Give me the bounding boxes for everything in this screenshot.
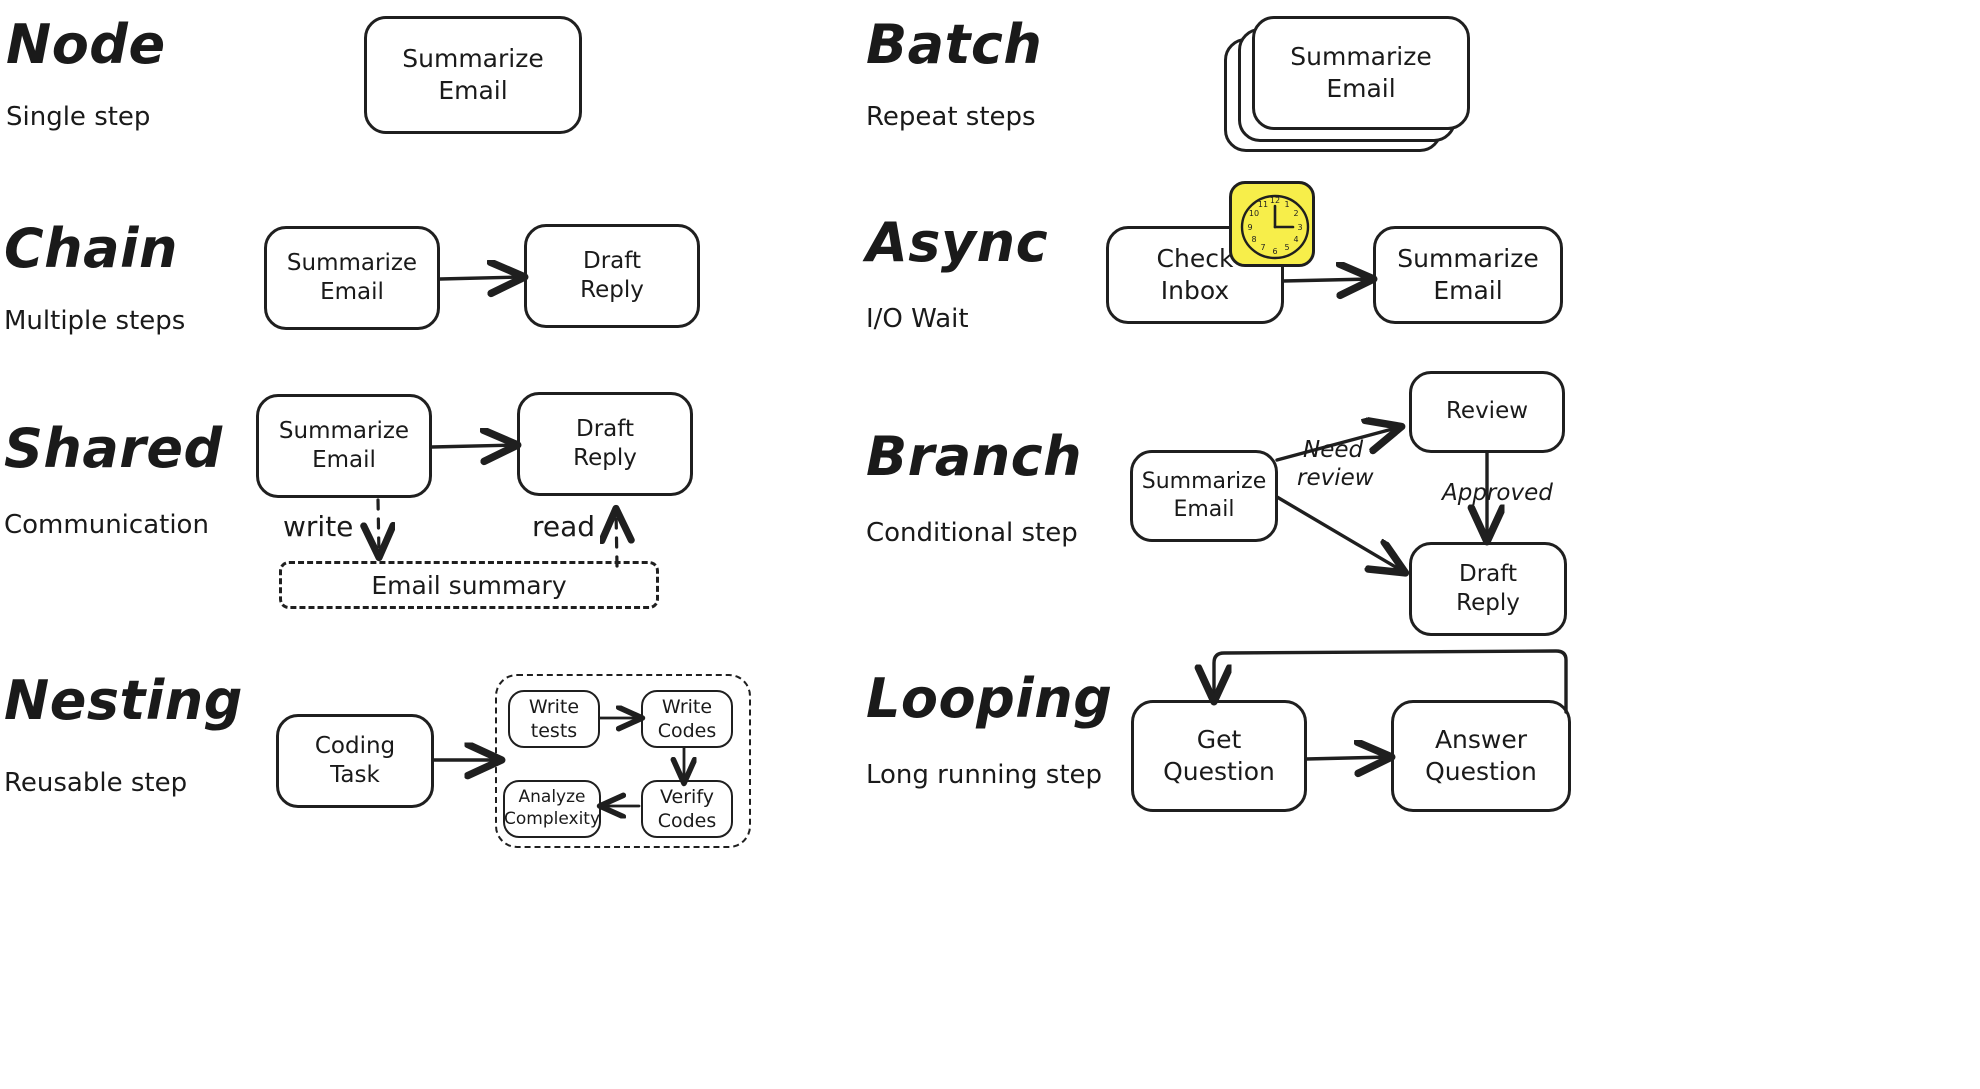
node-label: Draft Reply [1456,560,1520,616]
pattern-title-looping: Looping [866,667,1113,730]
node-write-codes[interactable]: Write Codes [641,690,733,748]
node-label: Review [1445,398,1529,425]
node-label: Summarize Email [1141,468,1267,522]
node-summarize-email[interactable]: Summarize Email [364,16,582,134]
pattern-title-async: Async [866,211,1049,274]
node-summarize-email-chain[interactable]: Summarize Email [264,226,440,330]
node-label: Answer Question [1425,725,1537,786]
node-write-tests[interactable]: Write tests [508,690,600,748]
edge-label-need: Need [1303,437,1364,463]
node-label: Summarize Email [278,417,410,473]
node-draft-reply-shared[interactable]: Draft Reply [517,392,693,496]
pattern-subtitle-chain: Multiple steps [4,306,186,336]
node-label: Draft Reply [573,415,637,471]
svg-text:4: 4 [1293,235,1298,244]
pattern-subtitle-shared: Communication [4,510,209,540]
pattern-subtitle-looping: Long running step [866,760,1103,790]
node-answer-question[interactable]: Answer Question [1391,700,1571,812]
shared-store-email-summary[interactable]: Email summary [279,561,659,609]
node-summarize-email-batch[interactable]: Summarize Email [1252,16,1470,130]
svg-text:9: 9 [1247,223,1252,232]
node-label: Summarize Email [1397,244,1539,305]
node-draft-reply-branch[interactable]: Draft Reply [1409,542,1567,636]
node-draft-reply-chain[interactable]: Draft Reply [524,224,700,328]
node-analyze-complexity[interactable]: Analyze Complexity [503,780,601,838]
pattern-subtitle-batch: Repeat steps [866,102,1036,132]
node-label: Check Inbox [1156,244,1234,305]
node-label: Summarize Email [402,44,544,105]
svg-text:5: 5 [1284,243,1289,252]
node-label: Draft Reply [580,247,644,303]
pattern-title-shared: Shared [4,417,223,480]
node-summarize-email-async[interactable]: Summarize Email [1373,226,1563,324]
node-coding-task[interactable]: Coding Task [276,714,434,808]
pattern-title-branch: Branch [866,425,1083,488]
svg-text:6: 6 [1272,247,1277,256]
node-review[interactable]: Review [1409,371,1565,453]
node-label: Verify Codes [657,785,717,832]
svg-text:12: 12 [1270,196,1280,205]
node-label: Summarize Email [1290,42,1432,103]
edge-label-write: write [283,510,354,543]
svg-text:3: 3 [1297,223,1302,232]
svg-text:2: 2 [1293,209,1298,218]
node-verify-codes[interactable]: Verify Codes [641,780,733,838]
svg-text:1: 1 [1284,200,1289,209]
svg-text:8: 8 [1251,235,1256,244]
node-get-question[interactable]: Get Question [1131,700,1307,812]
node-label: Write Codes [657,695,717,742]
pattern-subtitle-branch: Conditional step [866,518,1078,548]
store-label: Email summary [371,570,567,600]
edge-label-read: read [532,510,596,543]
node-label: Write tests [528,695,580,742]
edge-label-approved: Approved [1442,480,1553,506]
pattern-title-nesting: Nesting [4,669,243,732]
svg-text:11: 11 [1258,200,1268,209]
pattern-subtitle-nesting: Reusable step [4,768,188,798]
pattern-subtitle-node: Single step [6,102,151,132]
node-label: Analyze Complexity [504,787,601,829]
node-label: Summarize Email [286,249,418,305]
edge-label-review: review [1297,465,1374,491]
node-summarize-email-shared[interactable]: Summarize Email [256,394,432,498]
node-label: Coding Task [314,732,396,788]
pattern-subtitle-async: I/O Wait [866,304,969,334]
pattern-title-chain: Chain [4,217,178,280]
svg-text:7: 7 [1260,243,1265,252]
pattern-title-node: Node [6,13,166,76]
node-summarize-email-branch[interactable]: Summarize Email [1130,450,1278,542]
pattern-title-batch: Batch [866,13,1043,76]
node-label: Get Question [1163,725,1275,786]
svg-text:10: 10 [1249,209,1259,218]
